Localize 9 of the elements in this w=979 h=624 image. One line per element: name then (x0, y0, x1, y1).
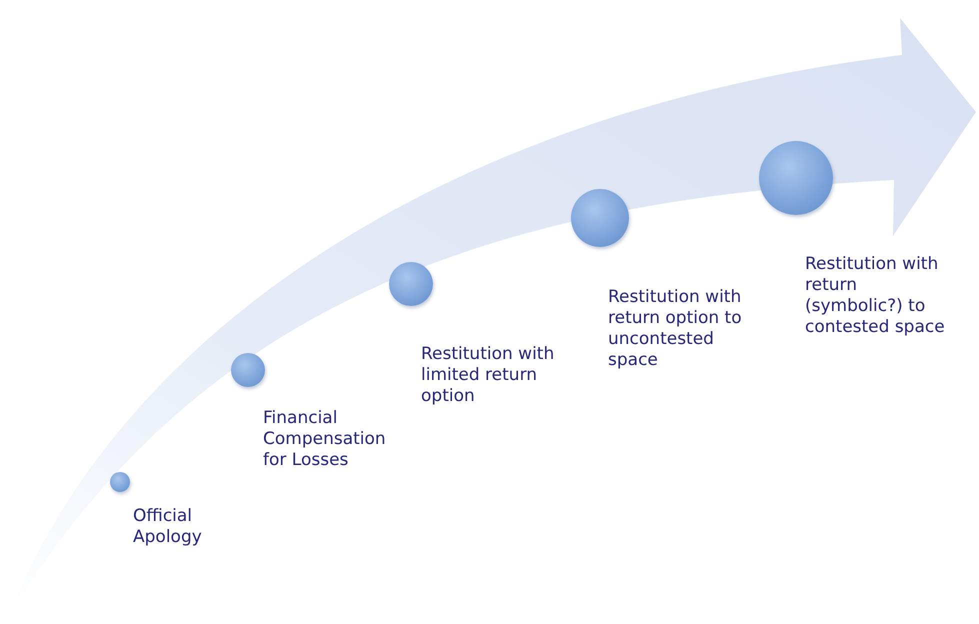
circle-marker (110, 472, 130, 492)
step-label: Financial Compensation for Losses (263, 408, 387, 471)
circle-marker (389, 262, 433, 306)
circle-marker (231, 353, 265, 387)
step-label: Restitution with limited return option (421, 344, 556, 407)
step-label: Restitution with return option to uncontested space (608, 287, 743, 371)
circle-marker (571, 189, 629, 247)
step-label: Restitution with return (symbolic?) to contested space (805, 254, 945, 338)
step-label: Official Apology (133, 506, 203, 548)
